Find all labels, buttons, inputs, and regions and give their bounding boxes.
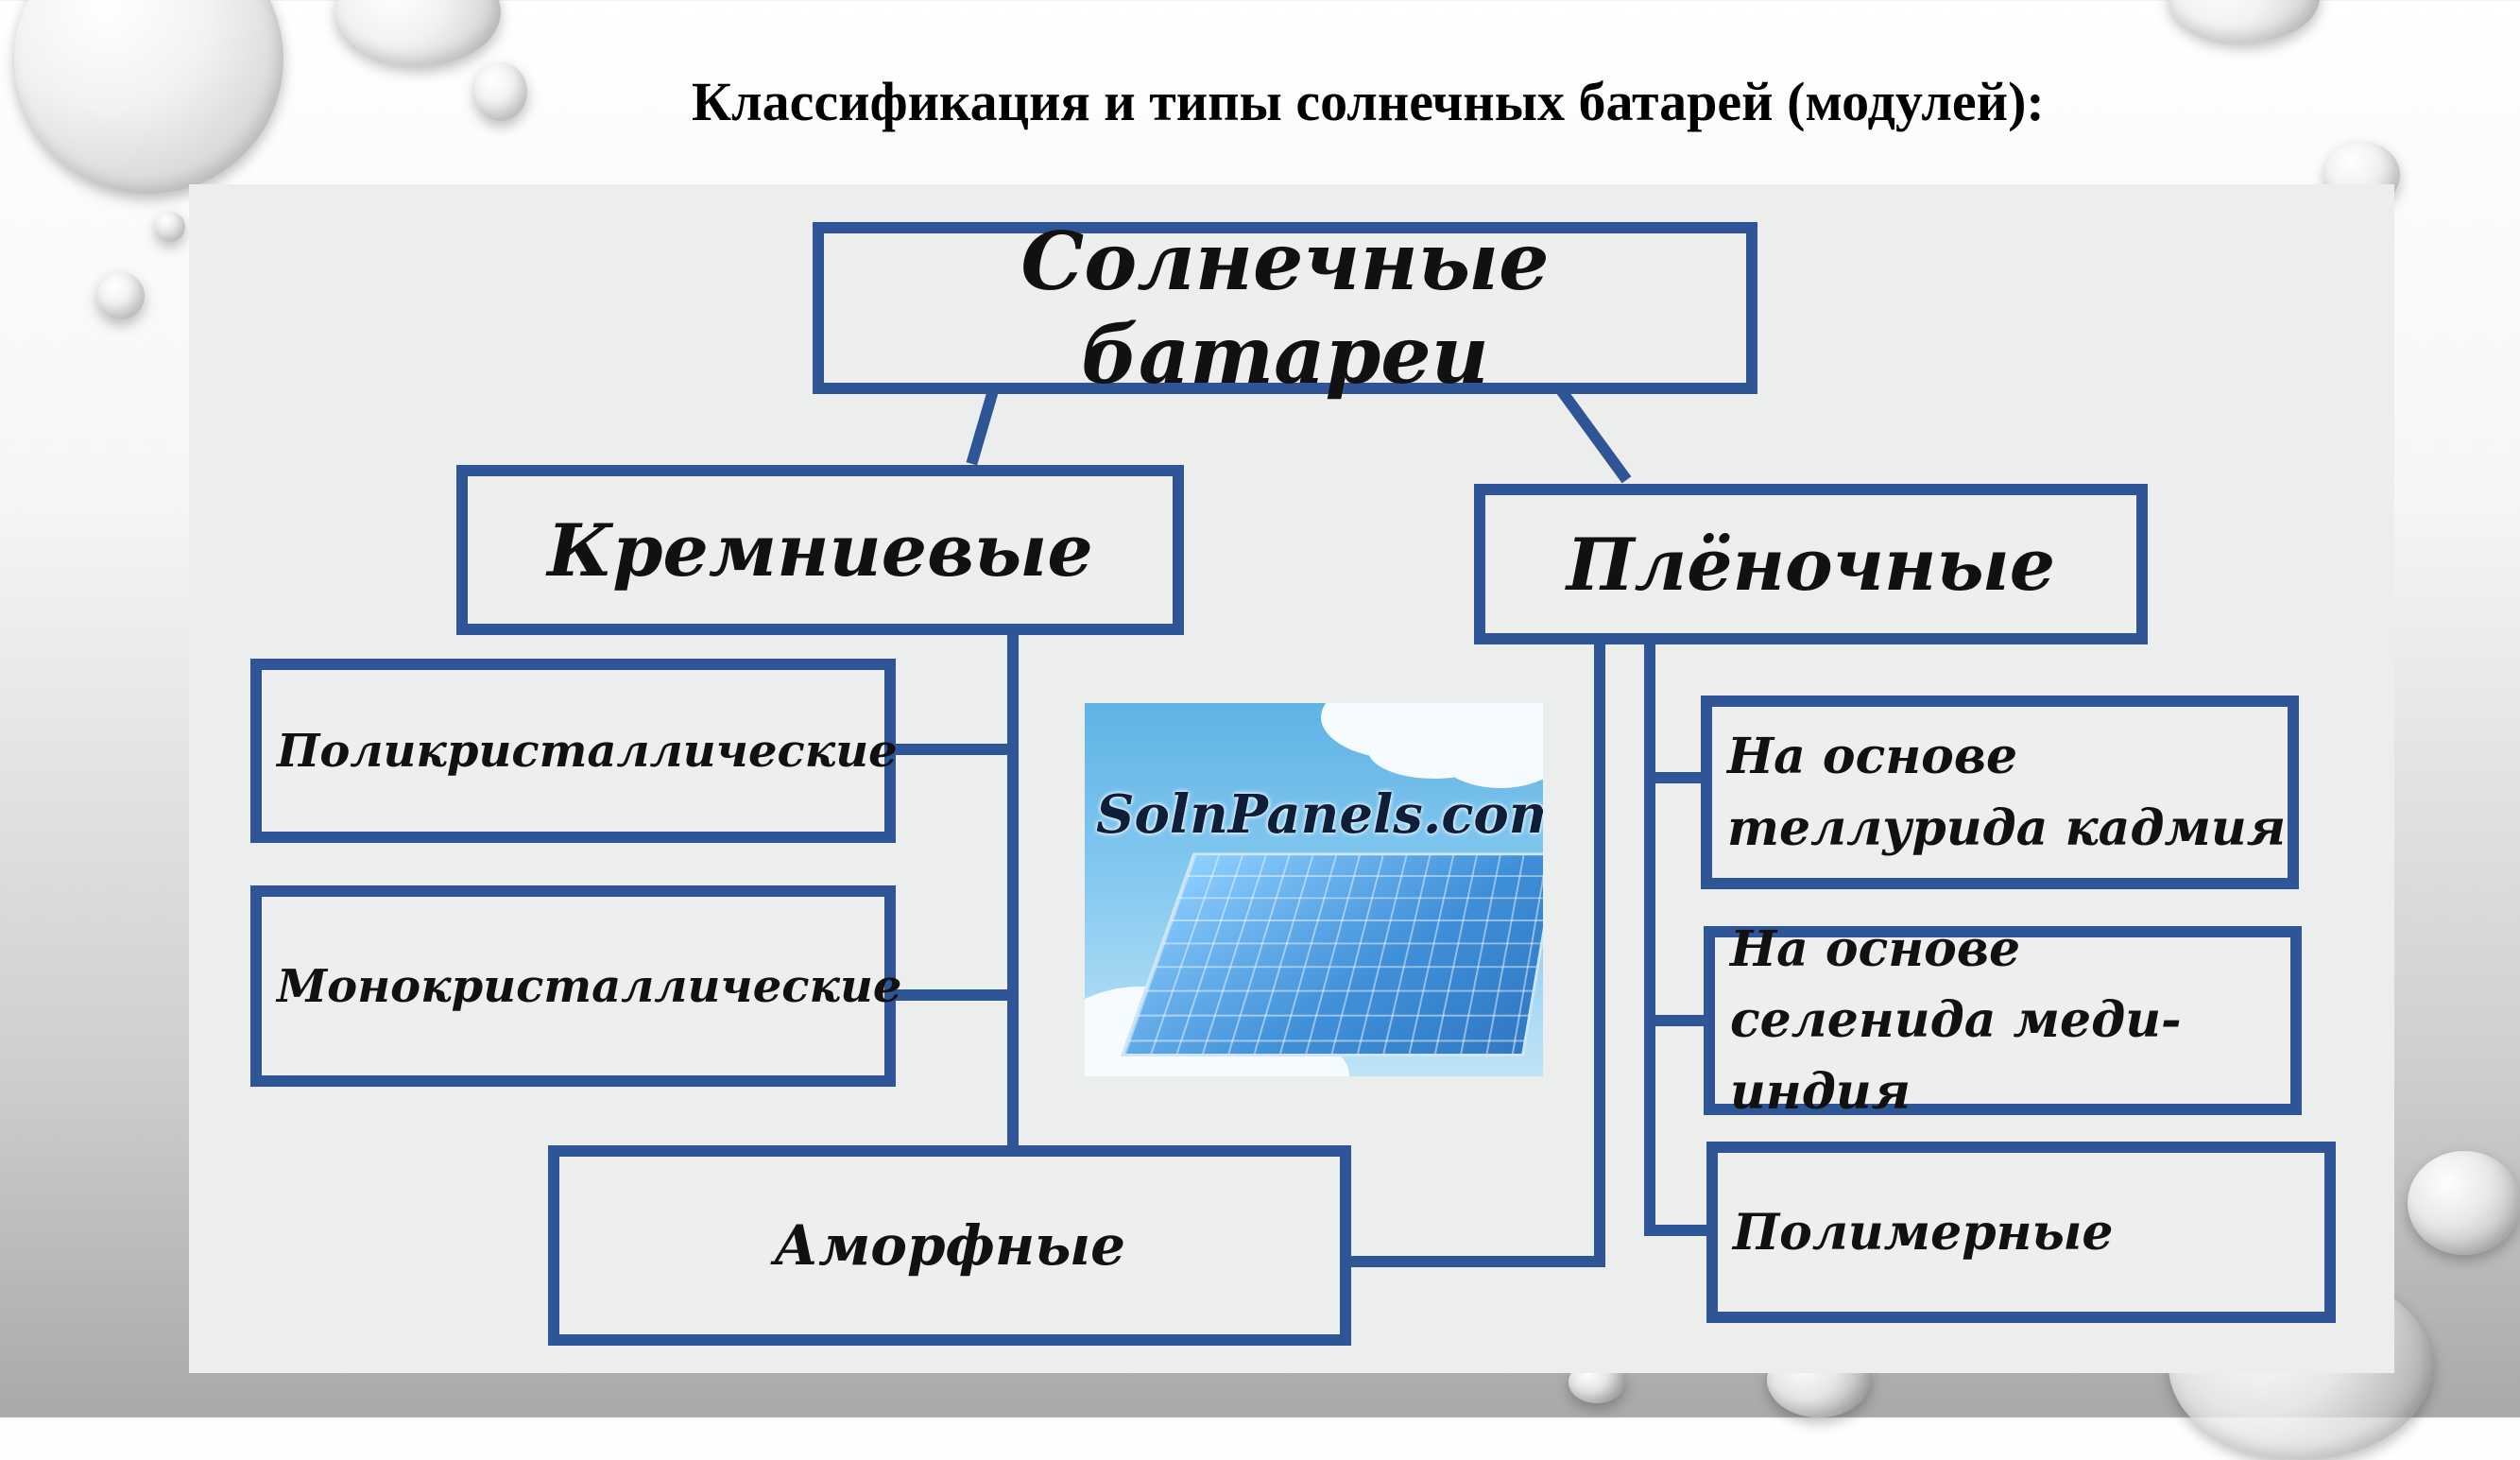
node-polycrystalline: Поликристаллические	[250, 659, 898, 843]
slide-title: Классификация и типы солнечных батарей (…	[692, 71, 2045, 132]
node-copper-indium-selenide: На основе селенида меди-индия	[1704, 920, 2302, 1121]
node-film: Плёночные	[1474, 484, 2148, 644]
node-cadmium-telluride-label: На основе теллурида кадмия	[1727, 728, 2287, 857]
node-monocrystalline: Монокристаллические	[250, 885, 901, 1087]
connector-root-film	[1551, 379, 1632, 484]
node-silicon-label: Кремниевые	[547, 507, 1093, 593]
node-polymer: Полимерные	[1706, 1142, 2336, 1323]
solar-panel-graphic	[1120, 852, 1543, 1057]
node-polycrystalline-label: Поликристаллические	[277, 724, 898, 778]
watermark-text: SolnPanels.com	[1096, 783, 1543, 846]
water-drop	[14, 0, 283, 194]
node-root-solar-batteries: Солнечные батареи	[813, 215, 1757, 402]
node-film-label: Плёночные	[1566, 522, 2056, 607]
classification-diagram: Солнечные батареи Кремниевые Плёночные П…	[189, 184, 2394, 1373]
water-drop	[155, 212, 185, 242]
node-copper-indium-selenide-label: На основе селенида меди-индия	[1730, 919, 2182, 1121]
node-monocrystalline-label: Монокристаллические	[277, 959, 902, 1013]
node-amorphous: Аморфные	[548, 1145, 1351, 1346]
connector-root-silicon	[966, 380, 1002, 466]
node-polymer-label: Полимерные	[1733, 1203, 2114, 1262]
solar-panel-image: SolnPanels.com	[1085, 703, 1543, 1076]
water-drop	[2169, 0, 2320, 43]
node-amorphous-label: Аморфные	[773, 1213, 1126, 1278]
diagram-connectors	[884, 379, 1716, 1267]
node-silicon: Кремниевые	[456, 465, 1184, 635]
water-drop	[335, 0, 501, 66]
water-drop	[2408, 1151, 2520, 1255]
node-cadmium-telluride: На основе теллурида кадмия	[1701, 696, 2299, 889]
node-root-label: Солнечные батареи	[1020, 215, 1550, 402]
water-drop	[97, 272, 145, 319]
water-drop	[474, 62, 527, 121]
